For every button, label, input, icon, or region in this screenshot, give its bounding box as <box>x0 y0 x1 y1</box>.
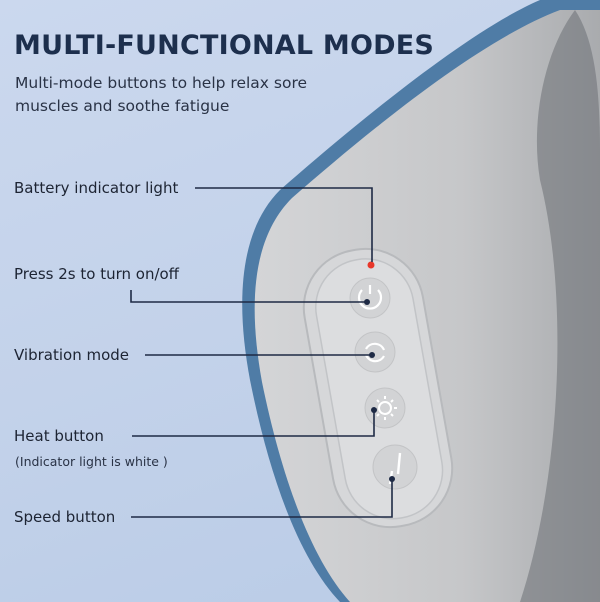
subtitle: Multi-mode buttons to help relax sore mu… <box>15 74 308 115</box>
heat-note: (Indicator light is white ) <box>15 454 168 469</box>
callout-lines <box>130 187 393 518</box>
label-power: Press 2s to turn on/off <box>14 265 180 283</box>
power-button <box>349 277 391 319</box>
label-speed: Speed button <box>14 508 116 526</box>
label-heat: Heat button <box>14 427 104 445</box>
vibration-button <box>354 331 396 373</box>
speed-button <box>372 444 418 490</box>
page-title: MULTI-FUNCTIONAL MODES <box>14 30 435 61</box>
battery-indicator-light <box>367 261 375 269</box>
label-vibration: Vibration mode <box>14 346 130 364</box>
heat-button <box>364 387 406 429</box>
label-battery: Battery indicator light <box>14 179 179 197</box>
